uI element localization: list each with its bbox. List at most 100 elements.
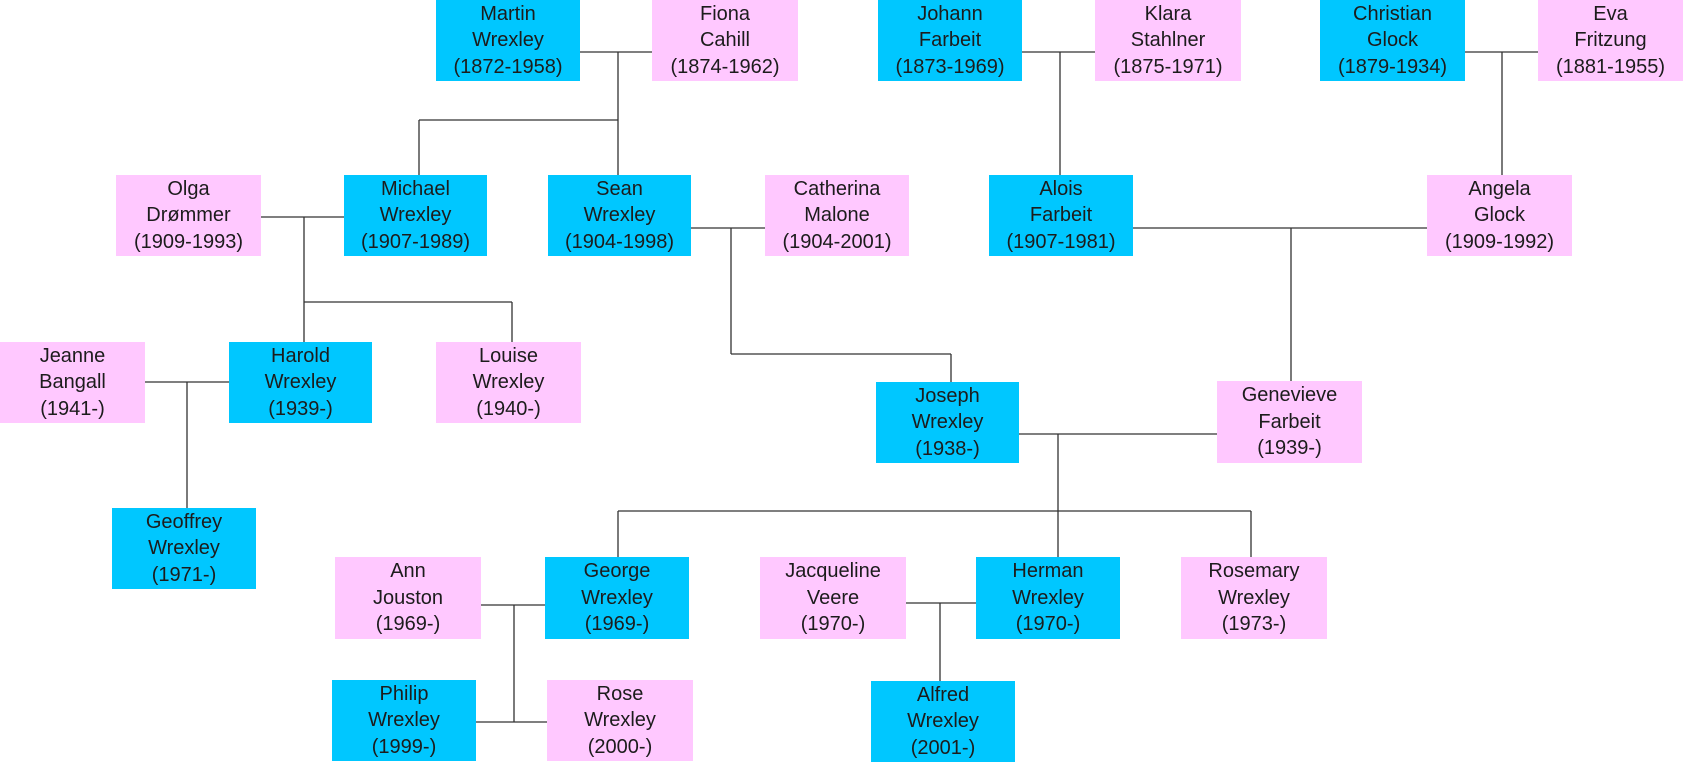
- first-name: Rosemary: [1208, 560, 1300, 583]
- last-name: Glock: [1366, 29, 1419, 52]
- life-years: (1879-1934): [1338, 55, 1447, 78]
- last-name: Glock: [1473, 204, 1526, 227]
- last-name: Farbeit: [918, 29, 982, 52]
- life-years: (1969-): [375, 613, 441, 636]
- life-years: (1941-): [40, 397, 105, 420]
- life-years: (1904-1998): [565, 230, 674, 253]
- first-name: Catherina: [793, 177, 881, 200]
- last-name: Wrexley: [907, 710, 979, 733]
- last-name: Farbeit: [1029, 204, 1093, 227]
- life-years: (1970-): [800, 613, 866, 636]
- last-name: Wrexley: [368, 709, 440, 732]
- first-name: Harold: [271, 344, 330, 367]
- first-name: Eva: [1593, 2, 1628, 25]
- first-name: Christian: [1353, 2, 1432, 25]
- life-years: (1874-1962): [670, 55, 780, 78]
- life-years: (2000-): [587, 735, 653, 758]
- last-name: Wrexley: [581, 586, 653, 609]
- first-name: George: [583, 560, 651, 583]
- last-name: Farbeit: [1258, 410, 1321, 433]
- life-years: (2001-): [910, 736, 976, 759]
- last-name: Wrexley: [911, 411, 984, 434]
- life-years: (1907-1989): [361, 230, 470, 253]
- first-name: Johann: [917, 2, 983, 25]
- last-name: Wrexley: [584, 709, 656, 732]
- life-years: (1939-): [1257, 437, 1322, 460]
- life-years: (1970-): [1015, 613, 1081, 636]
- first-name: Alfred: [916, 683, 970, 706]
- last-name: Wrexley: [472, 371, 545, 394]
- first-name: Genevieve: [1241, 384, 1338, 407]
- life-years: (1909-1993): [134, 230, 243, 253]
- first-name: Sean: [596, 177, 643, 200]
- first-name: Philip: [379, 682, 429, 705]
- first-name: Ann: [390, 560, 426, 583]
- life-years: (1969-): [584, 613, 650, 636]
- last-name: Wrexley: [583, 204, 656, 227]
- life-years: (1971-): [151, 563, 217, 586]
- first-name: Klara: [1144, 2, 1192, 25]
- last-name: Fritzung: [1574, 29, 1647, 52]
- last-name: Veere: [806, 586, 860, 609]
- life-years: (1881-1955): [1556, 55, 1665, 78]
- last-name: Wrexley: [472, 29, 544, 52]
- first-name: Herman: [1012, 560, 1084, 583]
- last-name: Jouston: [372, 586, 444, 609]
- life-years: (1938-): [915, 437, 980, 460]
- last-name: Malone: [804, 204, 870, 227]
- first-name: Alois: [1039, 177, 1083, 200]
- first-name: Martin: [480, 2, 536, 25]
- first-name: Joseph: [915, 384, 980, 407]
- first-name: Fiona: [699, 2, 751, 25]
- last-name: Bangall: [39, 371, 106, 394]
- first-name: Olga: [167, 177, 210, 200]
- last-name: Wrexley: [1218, 586, 1290, 609]
- life-years: (1872-1958): [453, 55, 563, 78]
- life-years: (1939-): [268, 397, 333, 420]
- last-name: Wrexley: [148, 537, 220, 560]
- life-years: (1999-): [371, 735, 437, 758]
- life-years: (1973-): [1221, 613, 1287, 636]
- life-years: (1875-1971): [1113, 55, 1223, 78]
- life-years: (1873-1969): [895, 55, 1005, 78]
- life-years: (1909-1992): [1445, 230, 1554, 253]
- first-name: Rose: [596, 682, 644, 705]
- first-name: Jacqueline: [785, 560, 881, 583]
- first-name: Geoffrey: [145, 510, 223, 533]
- last-name: Drømmer: [146, 204, 231, 227]
- last-name: Cahill: [699, 29, 751, 52]
- last-name: Wrexley: [264, 371, 337, 394]
- last-name: Stahlner: [1130, 29, 1206, 52]
- first-name: Jeanne: [39, 344, 106, 367]
- life-years: (1907-1981): [1006, 230, 1116, 253]
- last-name: Wrexley: [379, 204, 452, 227]
